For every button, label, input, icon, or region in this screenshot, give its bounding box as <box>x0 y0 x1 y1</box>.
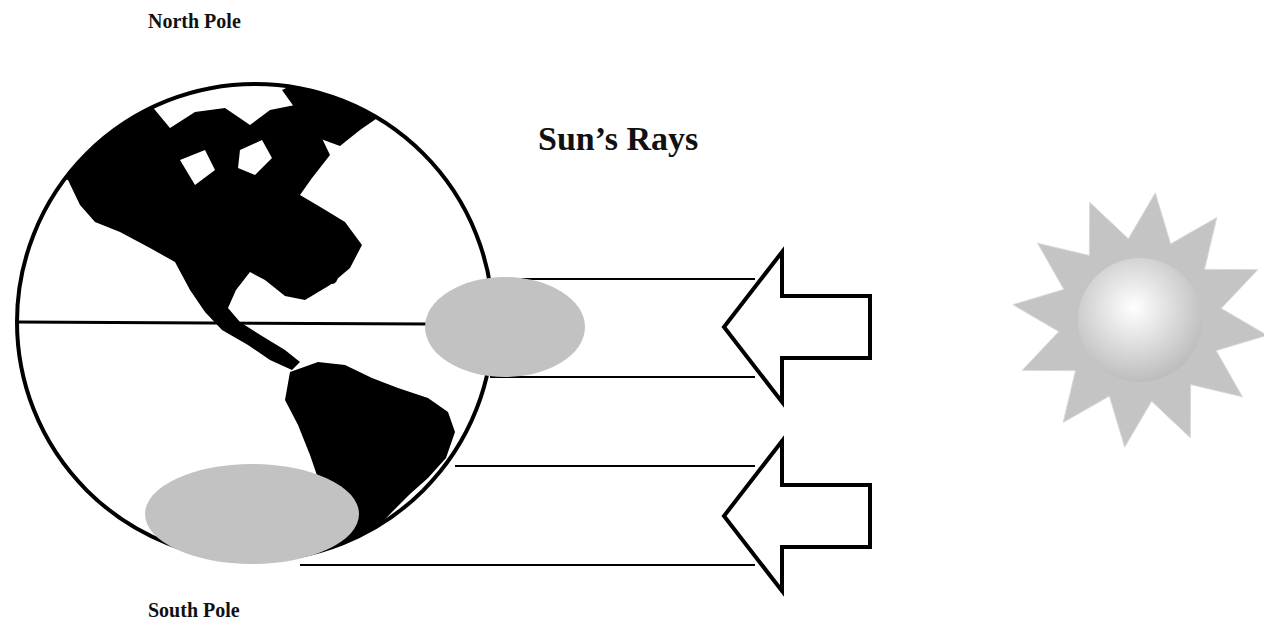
slanted-ray-area <box>145 464 359 564</box>
sun <box>1013 193 1264 447</box>
greenland <box>282 68 392 146</box>
pole-label: South Pole <box>148 599 240 621</box>
globe <box>17 68 497 590</box>
pole-label: North Pole <box>148 10 241 32</box>
ray-arrows <box>724 252 870 591</box>
equator-line <box>17 322 430 324</box>
direct-ray-area <box>425 277 585 377</box>
old-world-edge <box>460 98 497 260</box>
north-america <box>35 98 362 370</box>
rays-label: Sun’s Rays <box>538 120 698 157</box>
